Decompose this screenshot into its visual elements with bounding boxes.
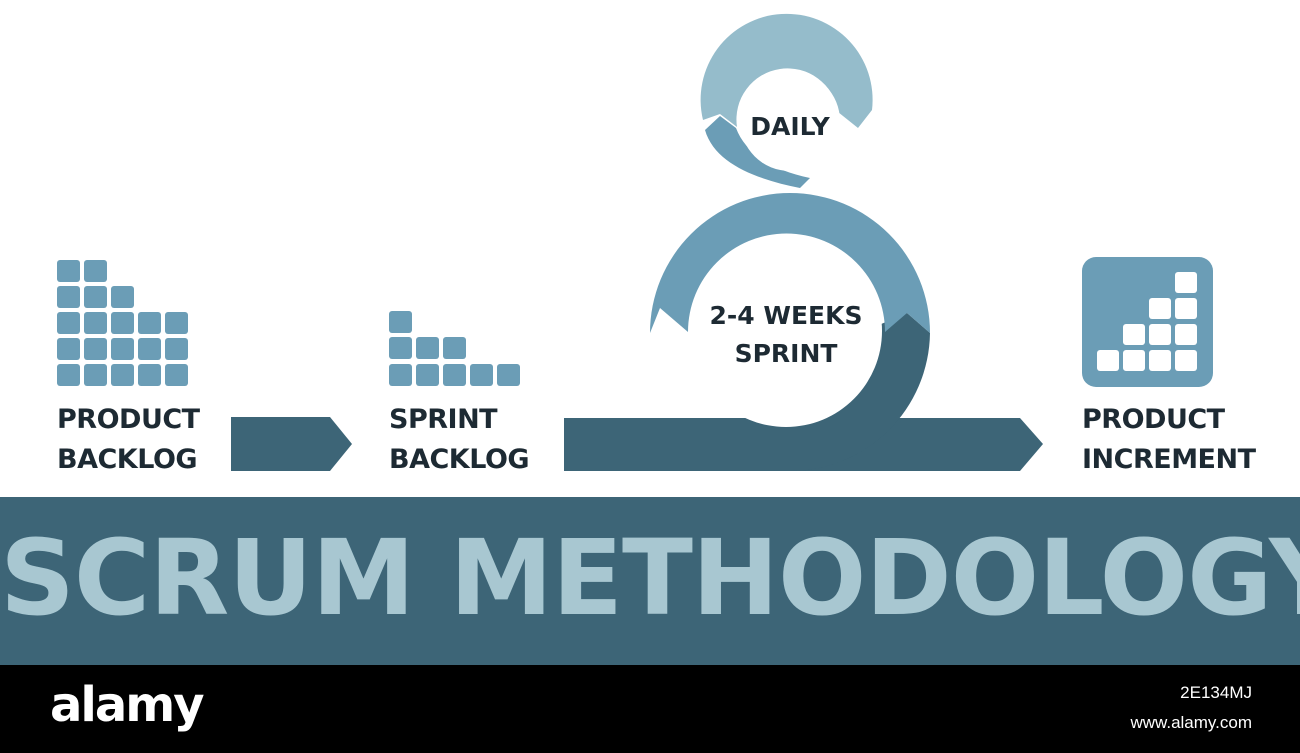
product-increment-icon	[1082, 257, 1213, 387]
footer-url: www.alamy.com	[1130, 713, 1252, 732]
product-backlog-label: PRODUCT BACKLOG	[57, 400, 200, 480]
daily-label: DAILY	[750, 112, 830, 141]
product-backlog-label-line2: BACKLOG	[57, 444, 198, 475]
product-increment-label-line1: PRODUCT	[1082, 404, 1225, 435]
product-increment-label-line2: INCREMENT	[1082, 444, 1256, 475]
footer-logo: alamy	[50, 677, 205, 733]
sprint-cycle-label: 2-4 WEEKS SPRINT	[696, 297, 876, 373]
arrow-icon	[231, 417, 352, 471]
sprint-backlog-label: SPRINT BACKLOG	[389, 400, 530, 480]
product-backlog-label-line1: PRODUCT	[57, 404, 200, 435]
daily-loop-arrow-icon	[700, 13, 873, 188]
page-title: SCRUM METHODOLOGY	[0, 517, 1300, 639]
footer-bar: alamy 2E134MJ www.alamy.com	[0, 665, 1300, 753]
sprint-backlog-label-line1: SPRINT	[389, 404, 498, 435]
title-banner: SCRUM METHODOLOGY	[0, 497, 1300, 665]
sprint-cycle-label-line1: 2-4 WEEKS	[709, 301, 863, 330]
product-backlog-blocks-icon	[57, 260, 188, 386]
sprint-loop-arrow-icon	[564, 193, 1043, 471]
sprint-backlog-blocks-icon	[389, 311, 520, 386]
footer-image-id: 2E134MJ	[1180, 683, 1252, 702]
sprint-cycle-label-line2: SPRINT	[734, 339, 838, 368]
product-increment-label: PRODUCT INCREMENT	[1082, 400, 1256, 480]
sprint-backlog-label-line2: BACKLOG	[389, 444, 530, 475]
